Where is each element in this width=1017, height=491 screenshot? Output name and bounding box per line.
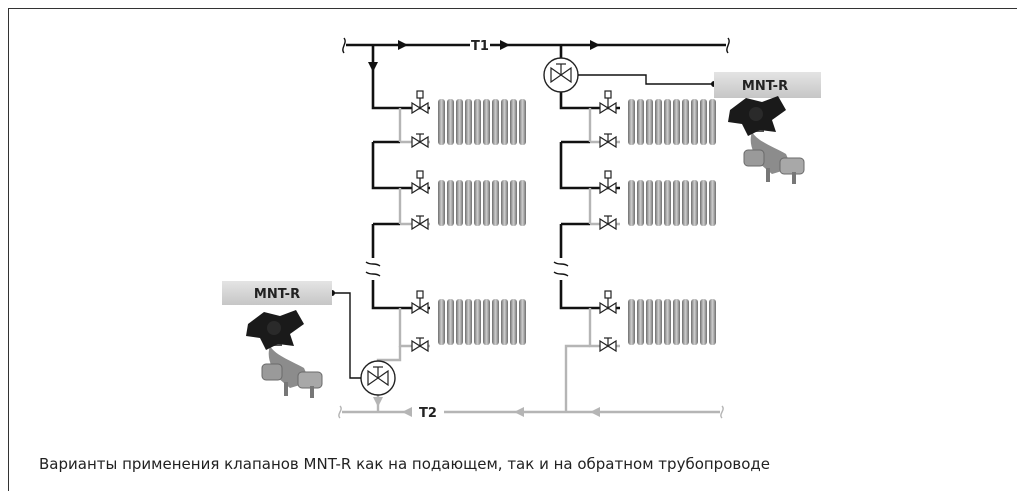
radiator	[628, 299, 716, 345]
supply-pipe-t1	[342, 37, 730, 54]
thermostatic-valve-icon	[599, 290, 617, 314]
return-pipe-t2	[338, 405, 724, 419]
left-valve-label-box	[222, 281, 332, 305]
right-riser	[553, 45, 620, 412]
right-valve-leader-line	[578, 74, 714, 85]
right-valve-label-box	[714, 72, 821, 98]
radiator	[628, 180, 716, 226]
return-valve-icon	[411, 215, 429, 230]
mnt-r-valve-photo-icon	[727, 95, 805, 185]
return-valve-icon	[599, 215, 617, 230]
thermostatic-valve-icon	[411, 290, 429, 314]
supply-label: T1	[471, 39, 489, 54]
diagram-frame	[8, 8, 1017, 491]
return-valve-icon	[411, 133, 429, 148]
mnt-r-supply-valve-icon	[543, 57, 579, 93]
mnt-r-valve-photo-icon	[245, 309, 323, 399]
diagram-caption: Варианты применения клапанов MNT-R как н…	[39, 455, 770, 473]
thermostatic-valve-icon	[599, 90, 617, 114]
thermostatic-valve-icon	[599, 170, 617, 194]
radiator	[438, 180, 526, 226]
return-valve-icon	[599, 337, 617, 352]
thermostatic-valve-icon	[411, 90, 429, 114]
radiator	[438, 299, 526, 345]
thermostatic-valve-icon	[411, 170, 429, 194]
mnt-r-return-valve-icon	[360, 360, 396, 396]
return-label: T2	[419, 406, 437, 421]
left-valve-leader-line	[332, 292, 361, 379]
radiator	[628, 99, 716, 145]
return-valve-icon	[411, 337, 429, 352]
radiator	[438, 99, 526, 145]
right-valve-label: MNT-R	[742, 79, 788, 94]
return-valve-icon	[599, 133, 617, 148]
left-valve-label: MNT-R	[254, 287, 300, 302]
